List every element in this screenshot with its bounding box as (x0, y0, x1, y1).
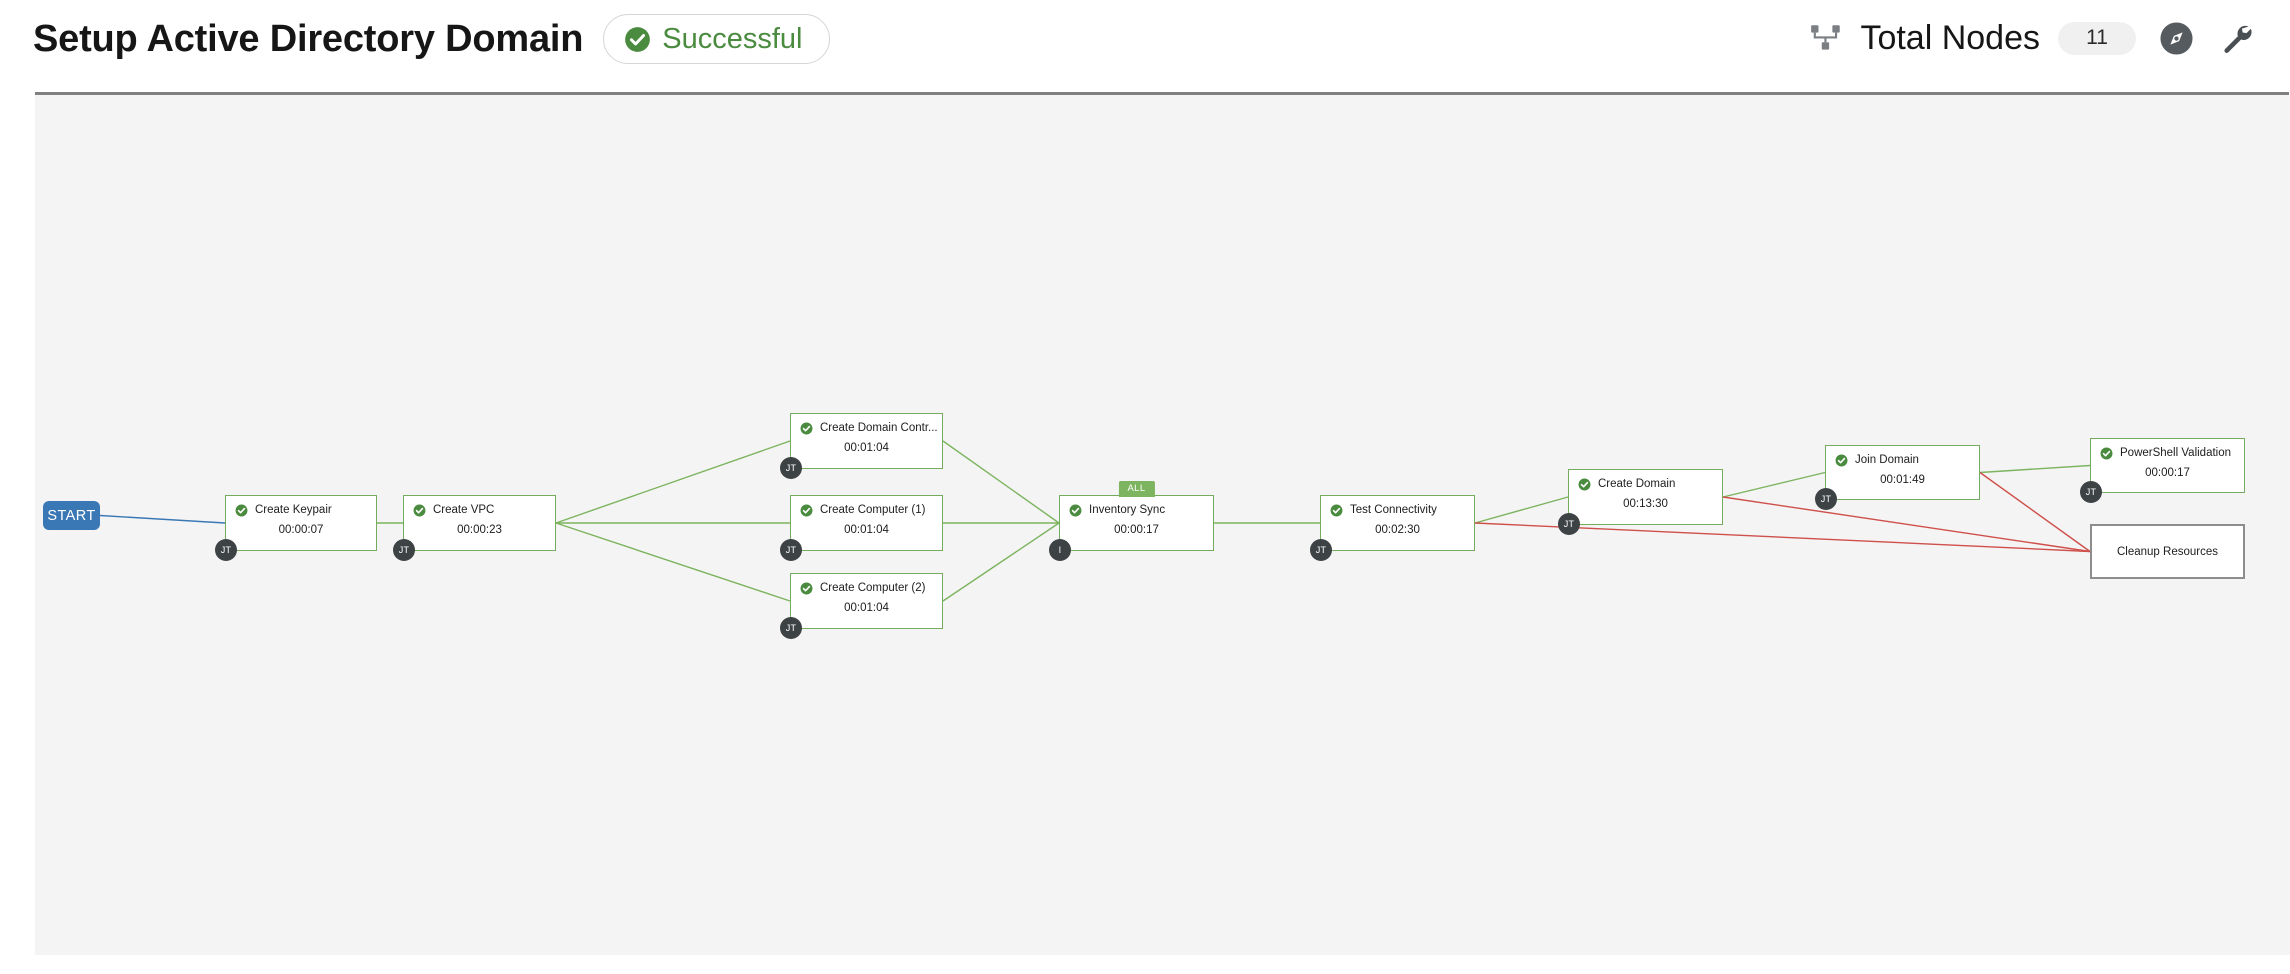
node-title-row: Cleanup Resources (2092, 526, 2243, 577)
edge-create-domain-to-join-domain (1722, 471, 1826, 498)
node-duration: 00:01:49 (1880, 474, 1925, 486)
node-avatar[interactable]: JT (2080, 481, 2102, 503)
node-title: Create Keypair (255, 504, 332, 516)
page-title: Setup Active Directory Domain (33, 18, 584, 60)
header-divider (35, 92, 2289, 95)
wrench-icon[interactable] (2220, 21, 2254, 55)
check-circle-icon (2100, 447, 2113, 459)
node-title: Cleanup Resources (2116, 545, 2218, 558)
node-title-row: Create Keypair (226, 496, 376, 517)
node-title-row: PowerShell Validation (2091, 439, 2244, 460)
node-avatar[interactable]: JT (1310, 539, 1332, 561)
node-title-row: Create Domain (1569, 470, 1722, 491)
header-left-group: Setup Active Directory Domain Successful (33, 14, 830, 64)
total-nodes-count-badge: 11 (2058, 21, 2136, 55)
node-duration: 00:01:04 (844, 442, 889, 454)
node-title-row: Test Connectivity (1321, 496, 1474, 517)
node-title: Inventory Sync (1089, 504, 1166, 516)
workflow-node-cleanup-resources[interactable]: Cleanup Resources (2090, 524, 2245, 579)
total-nodes-label: Total Nodes (1860, 19, 2040, 57)
node-duration: 00:00:17 (2145, 467, 2190, 479)
node-title: Create Domain Contr... (820, 422, 938, 434)
node-duration: 00:01:04 (844, 524, 889, 536)
check-circle-icon (625, 26, 651, 52)
node-title: Create Computer (1) (820, 504, 926, 516)
node-duration: 00:02:30 (1375, 524, 1420, 536)
node-title: Test Connectivity (1350, 504, 1437, 516)
node-tag: ALL (1118, 481, 1155, 497)
check-circle-icon (1330, 504, 1343, 516)
check-circle-icon (413, 504, 426, 516)
node-avatar[interactable]: JT (393, 539, 415, 561)
node-avatar[interactable]: JT (215, 539, 237, 561)
check-circle-icon (800, 582, 813, 594)
edge-join-domain-to-powershell-validation (1979, 464, 2091, 474)
node-avatar[interactable]: JT (1558, 513, 1580, 535)
compass-icon[interactable] (2159, 21, 2194, 56)
edge-start-to-create-keypair (99, 514, 226, 524)
sitemap-icon (1811, 25, 1841, 50)
check-circle-icon (235, 504, 248, 516)
edge-create-computer-2-to-inventory-sync (942, 522, 1060, 602)
start-node[interactable]: START (43, 501, 100, 530)
node-title-row: Inventory Sync (1060, 496, 1213, 517)
node-title: Join Domain (1855, 454, 1919, 466)
start-edge (99, 514, 226, 524)
edge-test-connectivity-to-create-domain (1474, 496, 1569, 524)
check-circle-icon (1069, 504, 1082, 516)
node-avatar[interactable]: JT (780, 539, 802, 561)
check-circle-icon (1835, 454, 1848, 466)
edge-create-domain-to-cleanup-resources (1722, 496, 2091, 553)
header-right-group: Total Nodes 11 (1808, 18, 2254, 58)
node-title-row: Create Computer (2) (791, 574, 942, 595)
node-title: Create VPC (433, 504, 495, 516)
node-duration: 00:00:23 (457, 524, 502, 536)
node-avatar[interactable]: I (1049, 539, 1071, 561)
node-title: Create Computer (2) (820, 582, 926, 594)
node-duration: 00:00:17 (1114, 524, 1159, 536)
node-avatar[interactable]: JT (780, 457, 802, 479)
node-avatar[interactable]: JT (1815, 488, 1837, 510)
status-label: Successful (662, 23, 803, 55)
node-title-row: Create Domain Contr... (791, 414, 942, 435)
edge-join-domain-to-cleanup-resources (1979, 471, 2091, 553)
node-title-row: Create VPC (404, 496, 555, 517)
node-duration: 00:01:04 (844, 602, 889, 614)
node-title-row: Create Computer (1) (791, 496, 942, 517)
edge-create-domain-controller-to-inventory-sync (942, 440, 1060, 524)
node-duration: 00:00:07 (278, 524, 324, 536)
node-avatar[interactable]: JT (780, 617, 802, 639)
node-title-row: Join Domain (1826, 446, 1979, 467)
check-circle-icon (800, 504, 813, 516)
edge-create-vpc-to-create-computer-2 (555, 522, 791, 602)
node-duration: 00:13:30 (1623, 498, 1668, 510)
check-circle-icon (1578, 478, 1591, 490)
check-circle-icon (800, 422, 813, 434)
status-badge: Successful (603, 14, 830, 64)
page-header: Setup Active Directory Domain Successful… (0, 0, 2290, 93)
node-title: Create Domain (1598, 478, 1676, 490)
edge-create-vpc-to-create-domain-controller (555, 440, 791, 524)
node-title: PowerShell Validation (2120, 447, 2232, 459)
